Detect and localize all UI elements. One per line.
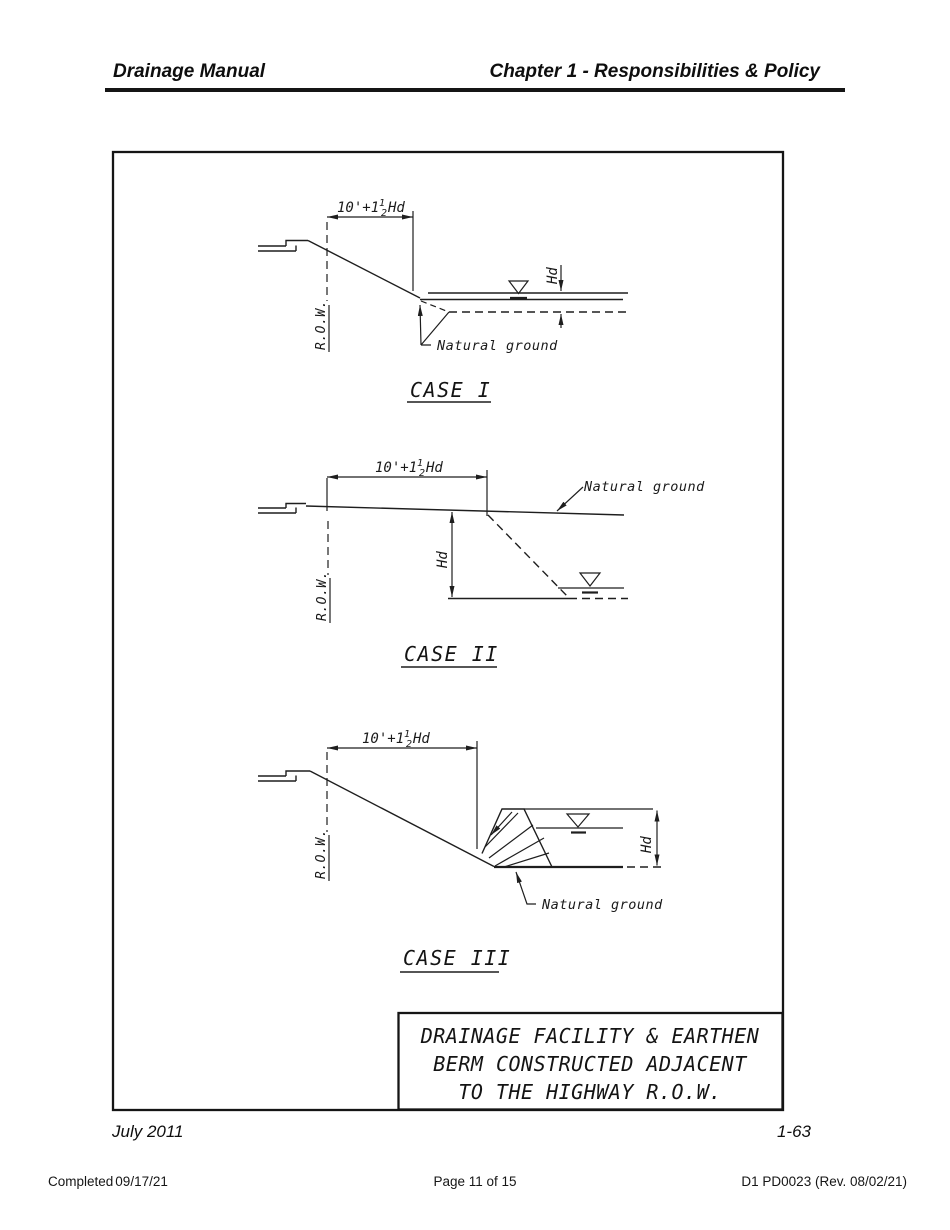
title-block-line-3: TO THE HIGHWAY R.O.W. (458, 1080, 721, 1104)
water-level-icon (565, 813, 591, 828)
berm-hatch (484, 812, 550, 868)
case-2-title: CASE II (404, 642, 499, 666)
svg-text:Hd: Hd (425, 460, 443, 476)
completed-label: Completed (48, 1174, 114, 1189)
svg-text:1: 1 (379, 198, 385, 209)
natural-ground-leader-2 (420, 311, 450, 346)
natural-ground-leader (556, 486, 584, 512)
svg-text:2: 2 (419, 468, 425, 479)
case-3-title: CASE III (403, 946, 511, 970)
hd-label: Hd (639, 836, 655, 854)
case-2-diagram: R.O.W. 10'+1 1 2 Hd Hd Natural ground CA… (258, 458, 705, 668)
svg-text:1: 1 (417, 458, 423, 469)
berm-outline (481, 808, 553, 868)
dimension-label: 10'+1 1 2 Hd (375, 458, 443, 479)
dimension-label: 10'+1 1 2 Hd (362, 729, 430, 750)
water-level-icon (578, 572, 602, 587)
svg-text:2: 2 (406, 739, 412, 750)
svg-text:10'+1: 10'+1 (362, 731, 404, 747)
road-edge (258, 239, 308, 252)
excavation-slope-dashed (487, 514, 570, 599)
completed-date: 09/17/21 (115, 1174, 168, 1189)
title-block-border (397, 1011, 784, 1111)
document-reference: D1 PD0023 (Rev. 08/02/21) (741, 1174, 907, 1189)
title-block: DRAINAGE FACILITY & EARTHEN BERM CONSTRU… (397, 1011, 784, 1111)
case-3-diagram: R.O.W. 10'+1 1 2 Hd Hd Natural ground (258, 729, 663, 973)
footer-page-number: 1-63 (776, 1122, 811, 1141)
dimension-label: 10'+1 1 2 Hd (337, 198, 405, 219)
natural-ground-label: Natural ground (541, 897, 663, 913)
natural-ground-label: Natural ground (583, 479, 705, 495)
page-indicator: Page 11 of 15 (433, 1174, 517, 1189)
slope-line (307, 239, 421, 299)
title-block-line-1: DRAINAGE FACILITY & EARTHEN (420, 1024, 760, 1048)
slope-line (309, 770, 495, 868)
case-1-diagram: R.O.W. 10'+1 1 2 Hd Hd Natural ground CA… (258, 198, 628, 403)
natural-ground-bend (420, 300, 450, 313)
svg-text:10'+1: 10'+1 (375, 460, 417, 476)
road-edge (258, 502, 306, 514)
chapter-title: Chapter 1 - Responsibilities & Policy (489, 61, 820, 82)
svg-text:10'+1: 10'+1 (337, 200, 379, 216)
manual-title: Drainage Manual (113, 61, 266, 82)
svg-text:Hd: Hd (387, 200, 405, 216)
row-label: R.O.W. (314, 829, 329, 879)
case-1-title: CASE I (410, 378, 491, 402)
header-rule (105, 88, 845, 92)
hd-label: Hd (545, 267, 561, 285)
svg-text:Hd: Hd (412, 731, 430, 747)
natural-ground-label: Natural ground (436, 338, 558, 354)
hd-label: Hd (435, 551, 451, 569)
road-edge (258, 770, 310, 782)
row-label: R.O.W. (315, 571, 330, 621)
svg-text:1: 1 (404, 729, 410, 740)
natural-ground-leader (417, 304, 423, 346)
natural-ground-leader (515, 871, 536, 905)
svg-text:2: 2 (381, 208, 387, 219)
footer-date: July 2011 (112, 1122, 184, 1141)
row-label: R.O.W. (314, 300, 329, 350)
natural-ground-line (305, 505, 625, 516)
title-block-line-2: BERM CONSTRUCTED ADJACENT (433, 1052, 748, 1076)
berm-face-arrow (490, 811, 513, 836)
water-level-icon (507, 280, 530, 295)
